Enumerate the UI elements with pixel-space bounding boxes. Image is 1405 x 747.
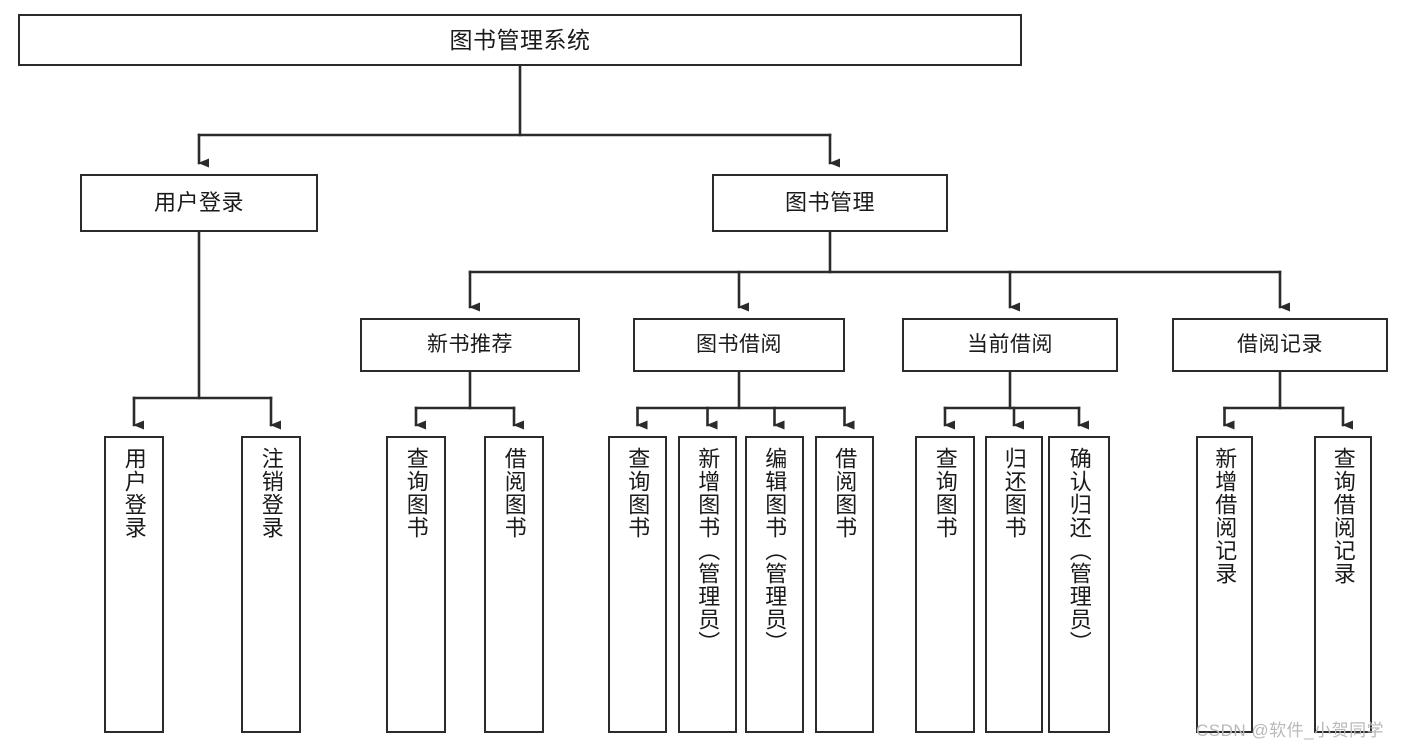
node-leaf-borrow-book-1[interactable]: 借阅图书 [484, 436, 544, 733]
node-current-borrow[interactable]: 当前借阅 [902, 318, 1118, 372]
node-label: 归还图书 [1001, 447, 1027, 539]
node-label: 注销登录 [258, 447, 284, 539]
node-book-borrow[interactable]: 图书借阅 [633, 318, 845, 372]
node-leaf-query-book-3[interactable]: 查询图书 [915, 436, 975, 733]
watermark-text: CSDN @软件_小贺同学 [1196, 721, 1385, 740]
node-leaf-add-book[interactable]: 新增图书（管理员） [678, 436, 737, 733]
node-label: 新增借阅记录 [1212, 447, 1238, 585]
node-label: 借阅图书 [501, 447, 527, 539]
node-root-book-management-system[interactable]: 图书管理系统 [18, 14, 1022, 66]
node-label: 查询图书 [932, 447, 958, 539]
node-leaf-confirm-return[interactable]: 确认归还（管理员） [1048, 436, 1110, 733]
node-label: 新书推荐 [427, 332, 513, 356]
node-label: 用户登录 [121, 447, 147, 539]
node-label: 图书管理 [784, 190, 875, 216]
node-leaf-user-logout[interactable]: 注销登录 [241, 436, 301, 733]
node-label: 查询图书 [625, 447, 651, 539]
node-leaf-return-book[interactable]: 归还图书 [985, 436, 1043, 733]
node-label: 当前借阅 [967, 332, 1053, 356]
node-label: 用户登录 [153, 190, 244, 216]
node-leaf-edit-book[interactable]: 编辑图书（管理员） [745, 436, 804, 733]
node-borrow-record[interactable]: 借阅记录 [1172, 318, 1388, 372]
node-leaf-query-book-1[interactable]: 查询图书 [386, 436, 446, 733]
node-label: 借阅图书 [832, 447, 858, 539]
node-leaf-user-login[interactable]: 用户登录 [104, 436, 164, 733]
node-label: 确认归还（管理员） [1066, 447, 1092, 654]
node-leaf-add-record[interactable]: 新增借阅记录 [1196, 436, 1253, 733]
node-label: 新增图书（管理员） [695, 447, 721, 654]
node-new-book-recommend[interactable]: 新书推荐 [360, 318, 580, 372]
node-label: 查询借阅记录 [1330, 447, 1356, 585]
node-label: 查询图书 [403, 447, 429, 539]
node-label: 图书借阅 [696, 332, 782, 356]
node-label: 借阅记录 [1237, 332, 1323, 356]
node-label: 图书管理系统 [449, 26, 591, 53]
node-user-login[interactable]: 用户登录 [80, 174, 318, 232]
node-label: 编辑图书（管理员） [762, 447, 788, 654]
node-leaf-query-record[interactable]: 查询借阅记录 [1314, 436, 1372, 733]
node-leaf-query-book-2[interactable]: 查询图书 [608, 436, 667, 733]
node-book-manage[interactable]: 图书管理 [712, 174, 948, 232]
node-leaf-borrow-book-2[interactable]: 借阅图书 [815, 436, 874, 733]
